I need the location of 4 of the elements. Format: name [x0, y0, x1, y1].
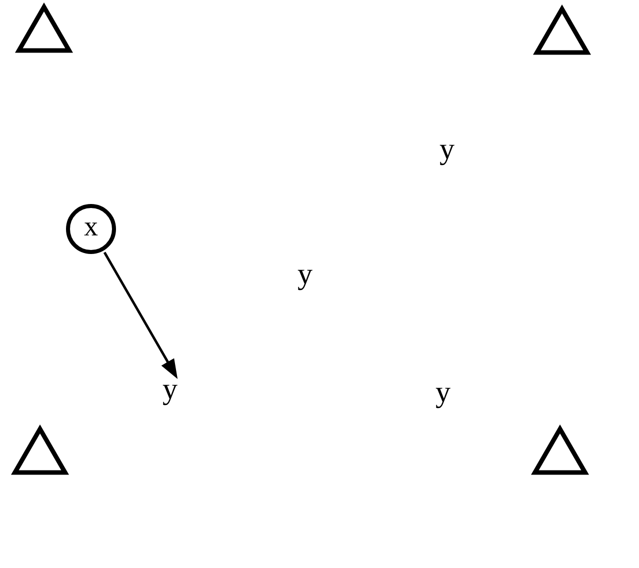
player-label: y: [436, 388, 450, 408]
player-label: y: [440, 144, 454, 166]
player-label: y: [298, 270, 312, 290]
player-label: y: [162, 384, 178, 406]
